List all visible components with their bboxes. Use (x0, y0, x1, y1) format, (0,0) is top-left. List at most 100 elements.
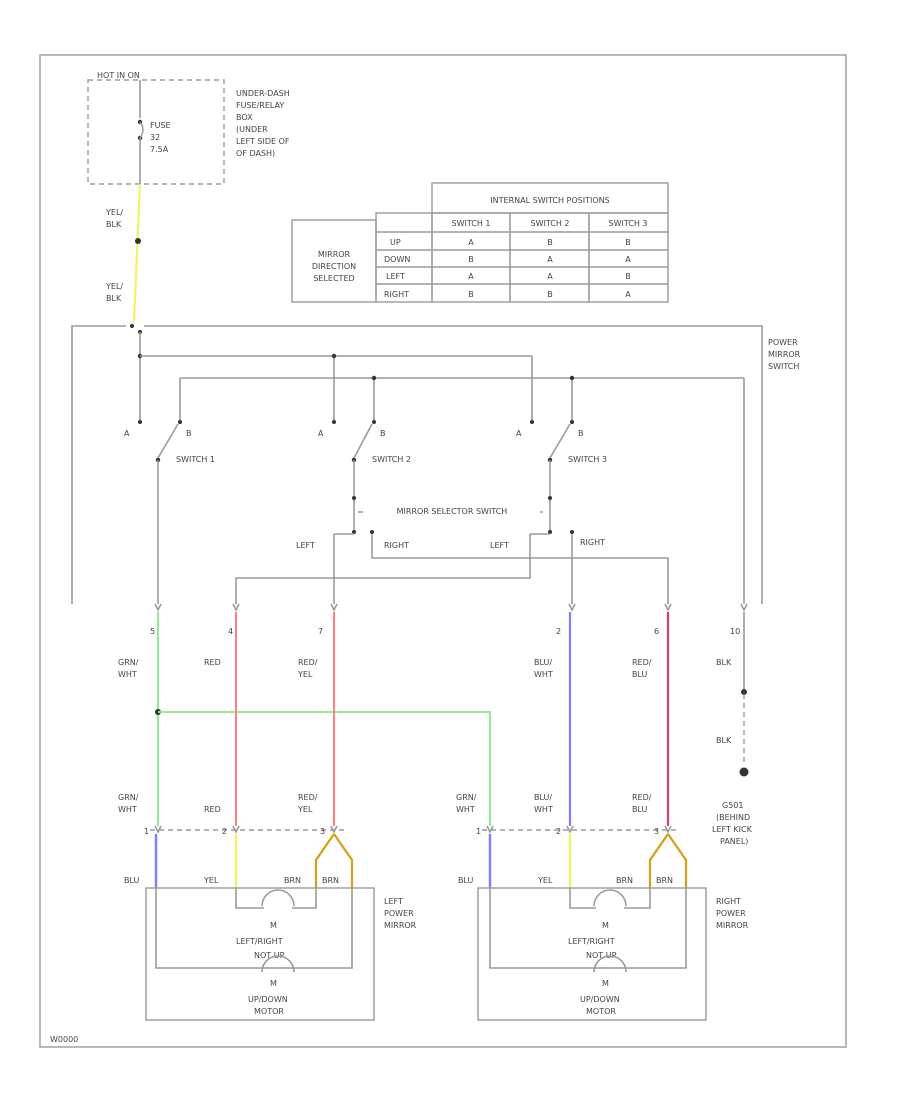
right-wire-label: RED/ (632, 793, 652, 802)
power-mirror-switch-label-0: POWER (768, 338, 798, 347)
table-cell: A (625, 255, 631, 264)
fuse-box-side-5: OF DASH) (236, 149, 275, 158)
right-wire-label: WHT (534, 805, 553, 814)
table-cell: A (625, 290, 631, 299)
upper-wire-label: RED/ (298, 658, 318, 667)
right-mirror-title-1: POWER (716, 909, 746, 918)
switch-2-b: B (380, 429, 386, 438)
table-cell: B (625, 238, 631, 247)
right-box-label-1: MOTOR (586, 1007, 616, 1016)
right-motor2-symbol: M (602, 979, 609, 988)
upper-wire-label: RED (204, 658, 221, 667)
right-motor1-symbol: M (602, 921, 609, 930)
table-cell: A (468, 272, 474, 281)
upper-wire-label: WHT (118, 670, 137, 679)
left-wire-label: WHT (118, 805, 137, 814)
switch-1-b: B (186, 429, 192, 438)
left-pin: 2 (222, 827, 227, 836)
upper-wire-label: YEL (297, 670, 313, 679)
right-pin: 1 (476, 827, 481, 836)
left-wire-label: RED/ (298, 793, 318, 802)
left-box-label-1: MOTOR (254, 1007, 284, 1016)
left-motor1-label: LEFT/RIGHT (236, 937, 283, 946)
table-row-label: LEFT (386, 272, 405, 281)
wire-yel-blk-2b: BLK (106, 294, 122, 303)
table-group-0: MIRROR (318, 250, 351, 259)
table-cell: A (468, 238, 474, 247)
upper-wire-label: BLK (716, 658, 732, 667)
switch-2-name: SWITCH 2 (372, 455, 411, 464)
table-header: INTERNAL SWITCH POSITIONS (490, 196, 609, 205)
table-row-label: RIGHT (384, 290, 409, 299)
selector-label: MIRROR SELECTOR SWITCH (397, 507, 508, 516)
switch-position-table: INTERNAL SWITCH POSITIONS MIRROR DIRECTI… (291, 182, 669, 303)
connector-pin: 10 (730, 627, 740, 636)
right-mirror-title-0: RIGHT (716, 897, 741, 906)
table-group-1: DIRECTION (312, 262, 356, 271)
wire-grn-wht-cross (158, 711, 491, 826)
right-pin: 3 (654, 827, 659, 836)
left-motor-wire: YEL (203, 876, 219, 885)
power-mirror-switch-label-1: MIRROR (768, 350, 801, 359)
wire-yel-blk-1b: BLK (106, 220, 122, 229)
right-power-mirror: GRN/ WHT BLU/ WHT RED/ BLU 1 2 3 BLU YEL… (456, 793, 749, 1021)
table-col-2: SWITCH 3 (609, 219, 648, 228)
fuse-box-side-4: LEFT SIDE OF (236, 137, 290, 146)
right-wire-label: WHT (456, 805, 475, 814)
fuse-box-side-0: UNDER-DASH (236, 89, 290, 98)
left-motor-wire: BLU (124, 876, 140, 885)
ground-label-2: LEFT KICK (712, 825, 753, 834)
fuse-box-side-2: BOX (236, 113, 253, 122)
frame-label: W0000 (50, 1035, 78, 1044)
upper-wire-label: BLU/ (534, 658, 552, 667)
table-col-0: SWITCH 1 (452, 219, 491, 228)
diagram-frame (39, 54, 847, 1048)
wire-yellow-feed (132, 183, 142, 323)
left-mirror-title-2: MIRROR (384, 921, 417, 930)
right-motor-wire: YEL (537, 876, 553, 885)
mirror-selector-switch: MIRROR SELECTOR SWITCH LEFT RIGHT LEFT R… (235, 496, 669, 604)
connector-pin: 5 (150, 627, 155, 636)
fuse-box-top-label: HOT IN ON (97, 71, 140, 80)
connector-pin: 6 (654, 627, 659, 636)
selector-contact-right-1: RIGHT (384, 541, 409, 550)
fuse-box: HOT IN ON FUSE 32 7.5A UNDER-DASH FUSE/R… (87, 71, 290, 185)
right-wire-label: GRN/ (456, 793, 477, 802)
connector-pin: 2 (556, 627, 561, 636)
left-mirror-title-0: LEFT (384, 897, 403, 906)
right-mirror-title-2: MIRROR (716, 921, 749, 930)
table-cell: B (547, 238, 553, 247)
right-pin: 2 (556, 827, 561, 836)
switch-3-b: B (578, 429, 584, 438)
left-pin: 3 (320, 827, 325, 836)
ground-point (739, 767, 749, 777)
fuse-label-1: 32 (150, 133, 160, 142)
selector-contact-left-1: LEFT (296, 541, 315, 550)
left-motor-wire: BRN (322, 876, 339, 885)
ground-wire-label: BLK (716, 736, 732, 745)
table-cell: B (468, 290, 474, 299)
right-motor-wire: BLU (458, 876, 474, 885)
switch-connector: 5 4 7 2 6 10 (150, 603, 748, 636)
switch-2: A B SWITCH 2 (318, 420, 411, 496)
fuse-box-side-1: FUSE/RELAY (236, 101, 284, 110)
switch-3: A B SWITCH 3 (516, 420, 607, 496)
ground-label-0: G501 (722, 801, 743, 810)
power-mirror-switch: POWER MIRROR SWITCH (71, 324, 801, 604)
right-wire-label: BLU/ (534, 793, 552, 802)
right-motor-wire: BRN (616, 876, 633, 885)
table-cell: B (468, 255, 474, 264)
selector-contact-left-2: LEFT (490, 541, 509, 550)
ground-label-1: (BEHIND (716, 813, 750, 822)
connector-pin: 7 (318, 627, 323, 636)
right-shared-label: NOT UP (586, 951, 617, 960)
switch-3-a: A (516, 429, 522, 438)
right-motor1-label: LEFT/RIGHT (568, 937, 615, 946)
wire-yel-blk-2a: YEL/ (105, 282, 123, 291)
switch-1: A B SWITCH 1 (124, 420, 215, 604)
selector-contact-right-2: RIGHT (580, 538, 605, 547)
table-cell: A (547, 255, 553, 264)
table-cell: A (547, 272, 553, 281)
left-wire-label: YEL (297, 805, 313, 814)
